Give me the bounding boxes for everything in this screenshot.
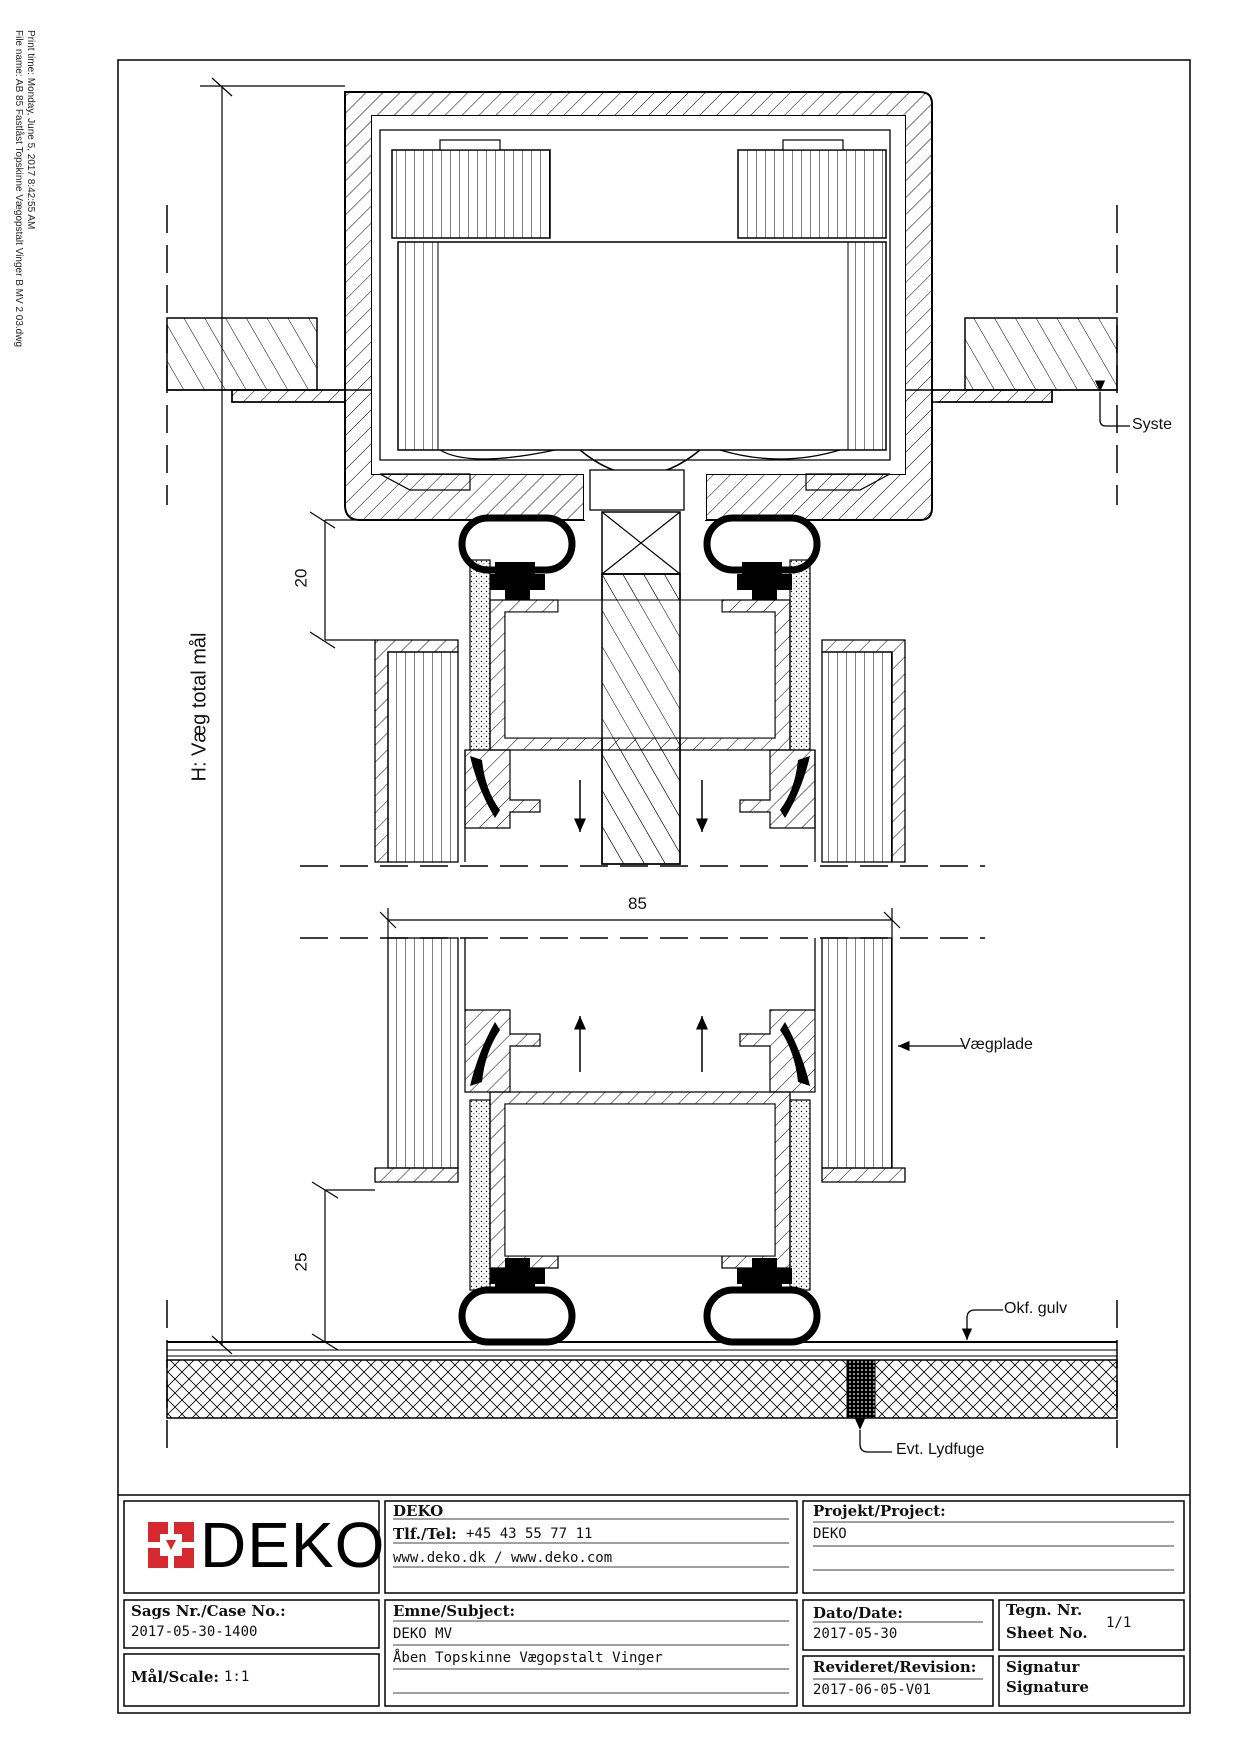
bottom-gaskets (458, 1258, 821, 1346)
top-gaskets (458, 514, 821, 600)
dimension-top-label: 20 (291, 568, 311, 588)
title-block (118, 1494, 1190, 1707)
scale-value: 1:1 (224, 1669, 250, 1685)
date-value: 2017-05-30 (813, 1626, 898, 1642)
upper-wing-profile (464, 559, 816, 865)
sheet-label-1: Tegn. Nr. (1006, 1601, 1083, 1619)
revision-label: Revideret/Revision: (813, 1658, 977, 1676)
phone-value: +45 43 55 77 11 (466, 1526, 593, 1542)
signature-label-1: Signatur (1006, 1658, 1080, 1676)
signature-label-2: Signature (1006, 1678, 1089, 1696)
sheet-value: 1/1 (1106, 1615, 1132, 1631)
company-name: DEKO (393, 1502, 444, 1520)
project-label: Projekt/Project: (813, 1502, 946, 1520)
wall-panel-label: Vægplade (960, 1036, 1033, 1053)
deko-logo-icon (148, 1522, 194, 1568)
trolley-carriage (379, 139, 891, 511)
subject-line-1: DEKO MV (393, 1626, 453, 1642)
case-value: 2017-05-30-1400 (131, 1624, 258, 1640)
scale-label: Mål/Scale: (131, 1668, 219, 1686)
total-height-label: H: Væg total mål (188, 632, 211, 782)
lower-wing-profile (464, 938, 816, 1291)
case-label: Sags Nr./Case No.: (131, 1602, 286, 1620)
floor-label: Okf. gulv (1004, 1300, 1068, 1317)
subject-label: Emne/Subject: (393, 1602, 516, 1620)
project-value: DEKO (813, 1526, 847, 1542)
system-label: Syste (1132, 416, 1173, 433)
deko-logo-text: DEKO (200, 1509, 386, 1581)
drawing-frame (117, 59, 1191, 1714)
revision-value: 2017-06-05-V01 (813, 1682, 932, 1698)
upper-wall-panels (374, 639, 906, 863)
subject-line-2: Åben Topskinne Vægopstalt Vinger (393, 1650, 663, 1666)
dimension-lines (200, 77, 901, 1355)
direction-arrows (574, 780, 708, 1072)
dimension-width-label: 85 (628, 894, 647, 913)
website-text: www.deko.dk / www.deko.com (393, 1550, 613, 1566)
phone-label: Tlf./Tel: (393, 1525, 457, 1543)
date-label: Dato/Date: (813, 1604, 903, 1622)
acoustic-joint-label: Evt. Lydfuge (896, 1441, 985, 1458)
leader-lines (854, 380, 1130, 1453)
sheet-label-2: Sheet No. (1006, 1624, 1088, 1642)
dimension-bottom-label: 25 (291, 1252, 311, 1272)
lower-wall-panels (374, 937, 906, 1183)
floor-section (166, 1341, 1118, 1419)
